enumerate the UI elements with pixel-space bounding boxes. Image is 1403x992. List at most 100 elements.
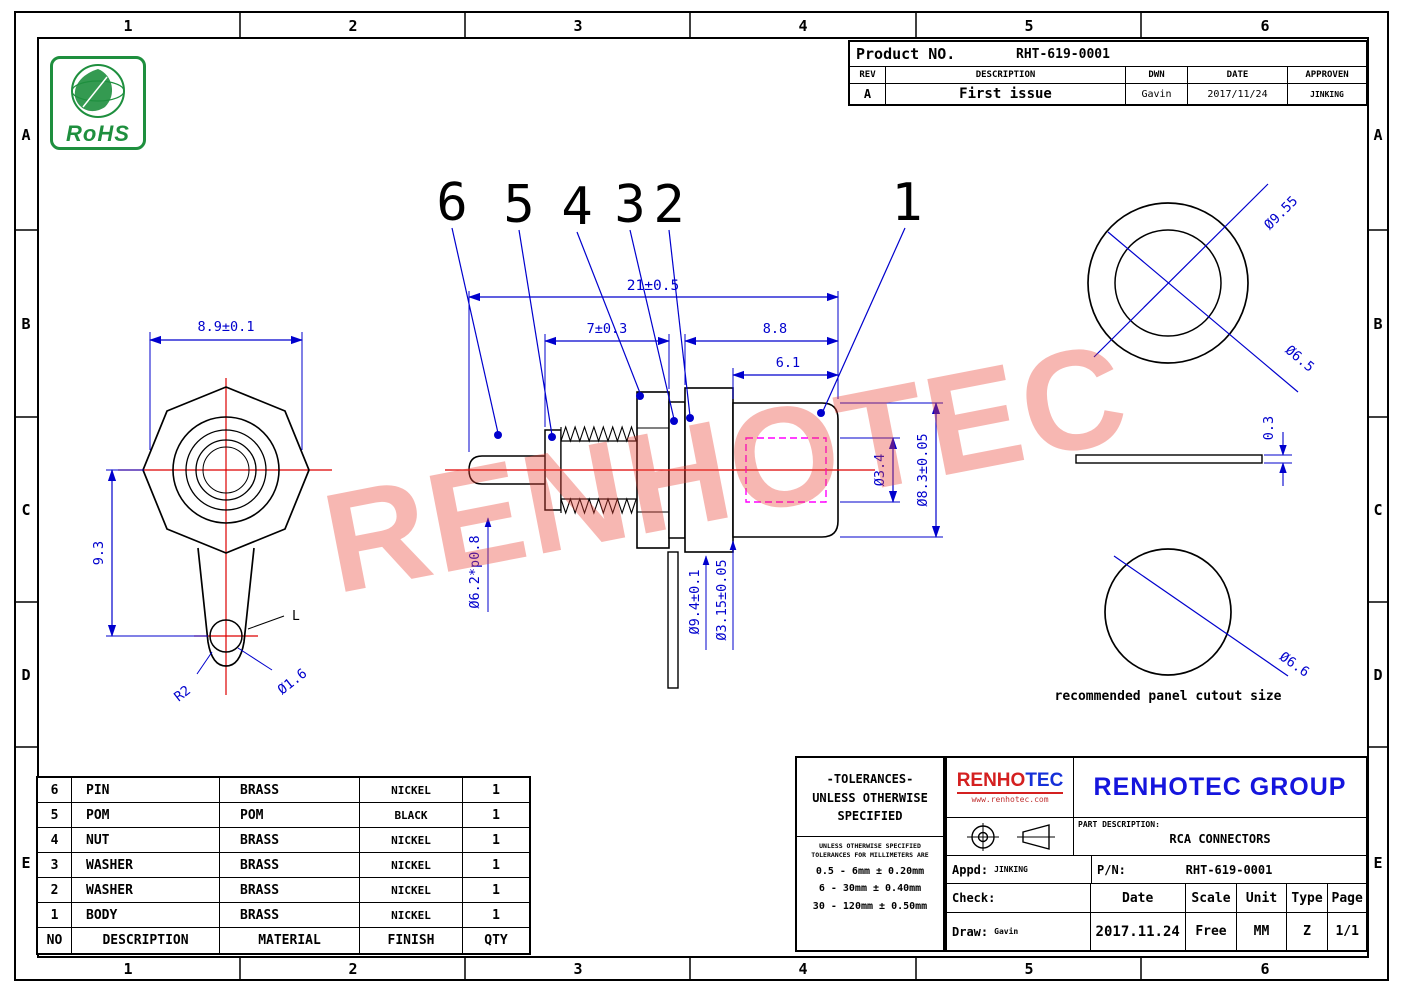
- bom-header-material: MATERIAL: [220, 928, 360, 953]
- type-value: Z: [1287, 913, 1329, 950]
- logo-part-red: RENHO: [956, 770, 1026, 792]
- tolerance-row: 30 - 120mm ± 0.50mm: [812, 900, 928, 912]
- zone-right-e: E: [1373, 854, 1382, 872]
- front-dimensions: 8.9±0.1 9.3 R2 Ø1.6: [91, 319, 310, 705]
- bom-finish: NICKEL: [360, 853, 463, 878]
- dim-bore: Ø3.4: [872, 454, 888, 487]
- bom-material: BRASS: [220, 828, 360, 853]
- bom-no: 3: [38, 853, 72, 878]
- dim-flange-od: Ø9.4±0.1: [687, 569, 703, 634]
- bom-no: 1: [38, 903, 72, 928]
- unit-value: MM: [1237, 913, 1287, 950]
- third-angle-projection-icon: [967, 822, 1055, 851]
- dim-rear-length: 6.1: [776, 355, 800, 371]
- approven-header: APPROVEN: [1305, 70, 1349, 80]
- title-row-partdesc: PART DESCRIPTION: RCA CONNECTORS: [947, 818, 1366, 856]
- dim-panel-cutout: Ø6.6: [1276, 649, 1312, 681]
- zone-top-1: 1: [123, 17, 132, 35]
- dim-panel-washer-thk: 0.3: [1261, 416, 1277, 440]
- zone-left-b: B: [21, 315, 30, 333]
- dim-front-radius: R2: [171, 683, 194, 706]
- date-value: 2017/11/24: [1188, 84, 1288, 104]
- callout-6: 6: [436, 173, 467, 233]
- dim-tab-label: L: [292, 609, 300, 624]
- bom-no: 2: [38, 878, 72, 903]
- bom-qty: 1: [463, 853, 529, 878]
- renhotec-logo-text: RENHOTEC: [956, 770, 1064, 794]
- bom-finish: BLACK: [360, 803, 463, 828]
- zone-top-3: 3: [573, 17, 582, 35]
- rohs-logo: RoHS: [50, 56, 146, 150]
- title-row-appd-pn: Appd: JINKING P/N: RHT-619-0001: [947, 856, 1366, 884]
- bom-no: 6: [38, 778, 72, 803]
- draw-cell: Draw: Gavin: [947, 913, 1091, 950]
- callout-4: 4: [561, 177, 592, 237]
- bom-table: 6 PIN BRASS NICKEL 1 5 POM POM BLACK 1 4…: [36, 776, 531, 955]
- pn-value: RHT-619-0001: [1185, 862, 1273, 877]
- callout-5: 5: [503, 175, 534, 235]
- appd-label: Appd:: [952, 862, 989, 877]
- bom-finish: NICKEL: [360, 778, 463, 803]
- zone-right-c: C: [1373, 501, 1382, 519]
- bom-desc: WASHER: [72, 878, 220, 903]
- projection-symbol: [947, 818, 1074, 855]
- bom-header-finish: FINISH: [360, 928, 463, 953]
- page-col-header: Page: [1331, 890, 1363, 906]
- rohs-label: RoHS: [66, 121, 130, 146]
- dim-pin-od: Ø3.15±0.05: [714, 559, 730, 640]
- dim-overall-length: 21±0.5: [627, 278, 679, 294]
- bom-material: BRASS: [220, 853, 360, 878]
- tolerance-line3: SPECIFIED: [837, 809, 903, 824]
- zone-right-b: B: [1373, 315, 1382, 333]
- section-dimensions: 21±0.5 7±0.3 8.8 6.1 Ø6.2*p0.8 Ø9.4±0.1 …: [467, 278, 943, 650]
- callout-1: 1: [891, 173, 922, 233]
- rev-value: A: [850, 84, 886, 104]
- description-header: DESCRIPTION: [886, 67, 1126, 83]
- appd-value: JINKING: [994, 865, 1028, 874]
- tolerance-line1: -TOLERANCES-: [826, 772, 914, 786]
- bom-qty: 1: [463, 778, 529, 803]
- dim-front-height: 9.3: [91, 541, 107, 565]
- bom-qty: 1: [463, 878, 529, 903]
- bom-header-qty: QTY: [484, 933, 508, 948]
- dim-front-width: 8.9±0.1: [198, 319, 255, 335]
- part-callouts: 6 5 4 3 2 1: [436, 173, 923, 441]
- bom-material: POM: [220, 803, 360, 828]
- rohs-leaf-icon: [71, 64, 125, 118]
- bom-desc: BODY: [72, 903, 220, 928]
- zone-bottom-4: 4: [798, 960, 807, 978]
- bom-no: 4: [38, 828, 72, 853]
- zone-top-4: 4: [798, 17, 807, 35]
- title-block: RENHOTEC www.renhotec.com RENHOTEC GROUP…: [945, 756, 1368, 952]
- zone-right-a: A: [1373, 126, 1382, 144]
- dim-body-od: Ø8.3±0.05: [915, 433, 931, 506]
- unit-col-header: Unit: [1237, 884, 1287, 912]
- tolerance-note: UNLESS OTHERWISE SPECIFIED TOLERANCES FO…: [811, 842, 929, 859]
- revision-table: Product NO. RHT-619-0001 REV DESCRIPTION…: [848, 40, 1368, 106]
- bom-material: BRASS: [220, 778, 360, 803]
- bom-desc: PIN: [72, 778, 220, 803]
- rev-header: REV: [850, 67, 886, 83]
- page-value: 1/1: [1335, 924, 1359, 939]
- revision-header-row: REV DESCRIPTION DWN DATE APPROVEN: [850, 67, 1366, 84]
- bom-header-no: NO: [38, 928, 72, 953]
- zone-bottom-2: 2: [348, 960, 357, 978]
- tolerance-line2: UNLESS OTHERWISE: [812, 790, 928, 805]
- zone-bottom-5: 5: [1024, 960, 1033, 978]
- dwn-header: DWN: [1126, 67, 1188, 83]
- bom-header-description: DESCRIPTION: [72, 928, 220, 953]
- check-cell: Check:: [947, 884, 1091, 912]
- callout-2: 2: [653, 175, 684, 235]
- panel-cutout-views: Ø9.55 Ø6.5 0.3 Ø6.6 recommended panel cu…: [1055, 183, 1317, 704]
- company-name: RENHOTEC GROUP: [1093, 773, 1347, 801]
- tolerance-row: 6 - 30mm ± 0.40mm: [818, 883, 922, 895]
- dim-panel-washer-id: Ø6.5: [1282, 342, 1317, 375]
- zone-left-e: E: [21, 854, 30, 872]
- bom-qty: 1: [463, 828, 529, 853]
- zone-labels: 1 2 3 4 5 6 1 2 3 4 5 6 A B C D E A B C …: [21, 17, 1382, 978]
- zone-top-5: 5: [1024, 17, 1033, 35]
- tolerance-block: -TOLERANCES- UNLESS OTHERWISE SPECIFIED …: [795, 756, 945, 952]
- title-row-headers: Check: Date Scale Unit Type Page: [947, 884, 1366, 913]
- draw-value: Gavin: [994, 927, 1019, 936]
